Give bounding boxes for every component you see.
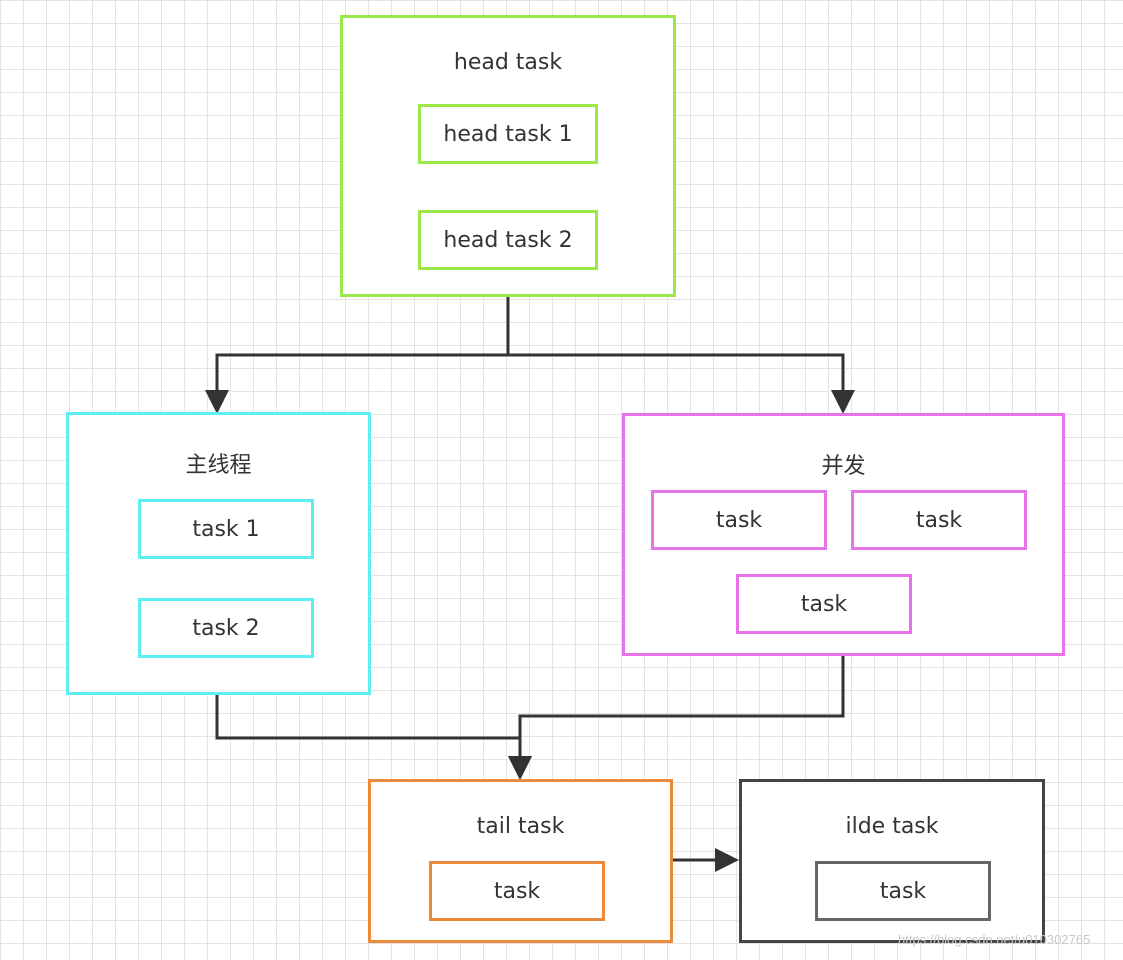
tail-task-title: tail task <box>476 814 565 839</box>
main-thread-title: 主线程 <box>185 453 252 478</box>
idle-task-box: task <box>815 861 991 921</box>
arrow-head-to-concurrent <box>508 353 855 414</box>
main-thread-group: 主线程 task 1 task 2 <box>66 412 371 695</box>
head-task-group: head task head task 1 head task 2 <box>340 15 676 297</box>
head-task-2-box: head task 2 <box>418 210 598 270</box>
concurrent-title: 并发 <box>821 454 866 479</box>
arrow-concurrent-to-tail <box>508 655 845 780</box>
tail-task-box: task <box>429 861 605 921</box>
watermark: https://blog.csdn.net/u010302765 <box>898 932 1091 947</box>
concurrent-task-2-box: task <box>851 490 1027 550</box>
concurrent-task-1-box: task <box>651 490 827 550</box>
arrow-head-to-main <box>205 297 510 414</box>
concurrent-group: 并发 task task task <box>622 413 1065 656</box>
head-task-1-box: head task 1 <box>418 104 598 164</box>
task-2-box: task 2 <box>138 598 314 658</box>
arrow-main-to-tail <box>215 694 532 780</box>
idle-task-title: ilde task <box>845 814 939 839</box>
concurrent-task-3-box: task <box>736 574 912 634</box>
head-task-title: head task <box>453 50 563 75</box>
task-1-box: task 1 <box>138 499 314 559</box>
tail-task-group: tail task task <box>368 779 673 943</box>
idle-task-group: ilde task task <box>739 779 1045 943</box>
